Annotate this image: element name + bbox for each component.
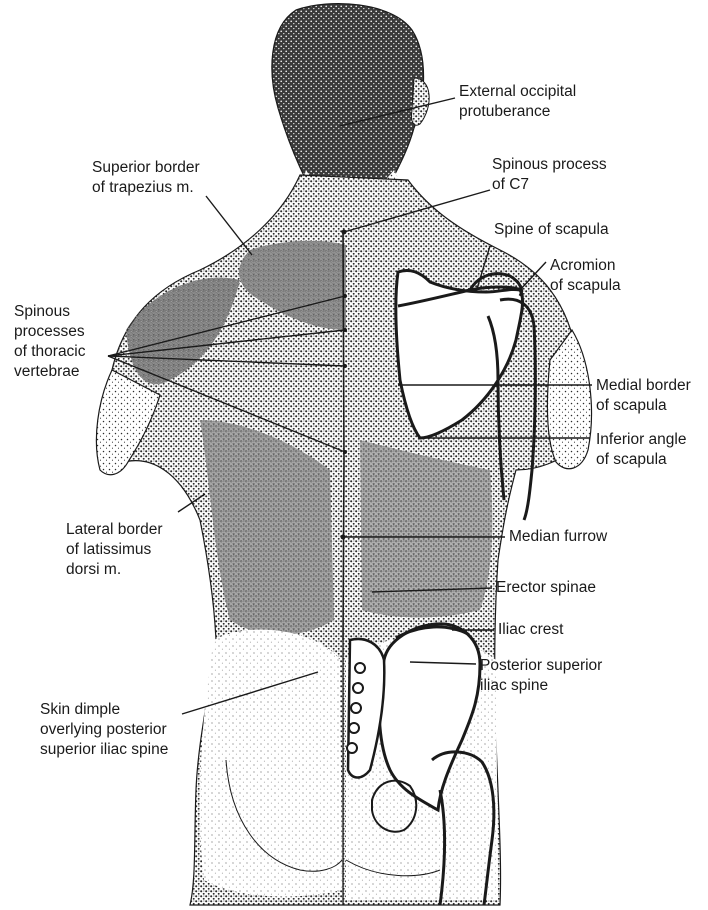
- label-line: of trapezius m.: [92, 178, 200, 198]
- label-line: superior iliac spine: [40, 740, 168, 760]
- label-line: of scapula: [550, 276, 621, 296]
- label-inferior-angle-scapula: Inferior angle of scapula: [596, 430, 686, 470]
- label-line: Superior border: [92, 158, 200, 178]
- label-line: Iliac crest: [498, 620, 563, 640]
- label-medial-border-scapula: Medial border of scapula: [596, 376, 691, 416]
- label-line: External occipital: [459, 82, 576, 102]
- label-acromion-of-scapula: Acromion of scapula: [550, 256, 621, 296]
- head: [272, 4, 424, 180]
- label-line: dorsi m.: [66, 560, 163, 580]
- label-erector-spinae: Erector spinae: [496, 578, 596, 598]
- label-line: Acromion: [550, 256, 621, 276]
- label-iliac-crest: Iliac crest: [498, 620, 563, 640]
- label-line: Spine of scapula: [494, 220, 609, 240]
- label-line: Skin dimple: [40, 700, 168, 720]
- label-line: iliac spine: [480, 676, 602, 696]
- label-line: Lateral border: [66, 520, 163, 540]
- label-line: of C7: [492, 175, 607, 195]
- label-line: protuberance: [459, 102, 576, 122]
- label-line: Spinous: [14, 302, 86, 322]
- label-spine-of-scapula: Spine of scapula: [494, 220, 609, 240]
- label-line: overlying posterior: [40, 720, 168, 740]
- label-line: of scapula: [596, 450, 686, 470]
- label-line: of thoracic: [14, 342, 86, 362]
- median-furrow-line: [343, 232, 344, 640]
- label-external-occipital-protuberance: External occipital protuberance: [459, 82, 576, 122]
- label-line: of latissimus: [66, 540, 163, 560]
- ear: [411, 78, 429, 125]
- label-line: Inferior angle: [596, 430, 686, 450]
- label-superior-border-trapezius: Superior border of trapezius m.: [92, 158, 200, 198]
- label-line: vertebrae: [14, 362, 86, 382]
- label-spinous-processes-thoracic: Spinous processes of thoracic vertebrae: [14, 302, 86, 382]
- label-line: Spinous process: [492, 155, 607, 175]
- label-skin-dimple: Skin dimple overlying posterior superior…: [40, 700, 168, 760]
- label-line: Median furrow: [509, 527, 607, 547]
- label-median-furrow: Median furrow: [509, 527, 607, 547]
- label-spinous-process-c7: Spinous process of C7: [492, 155, 607, 195]
- label-line: Medial border: [596, 376, 691, 396]
- body-silhouette: [96, 4, 591, 905]
- label-lateral-border-latissimus: Lateral border of latissimus dorsi m.: [66, 520, 163, 580]
- label-line: of scapula: [596, 396, 691, 416]
- label-line: Posterior superior: [480, 656, 602, 676]
- label-posterior-superior-iliac-spine: Posterior superior iliac spine: [480, 656, 602, 696]
- label-line: processes: [14, 322, 86, 342]
- label-line: Erector spinae: [496, 578, 596, 598]
- leader-superior-trapezius: [206, 196, 252, 255]
